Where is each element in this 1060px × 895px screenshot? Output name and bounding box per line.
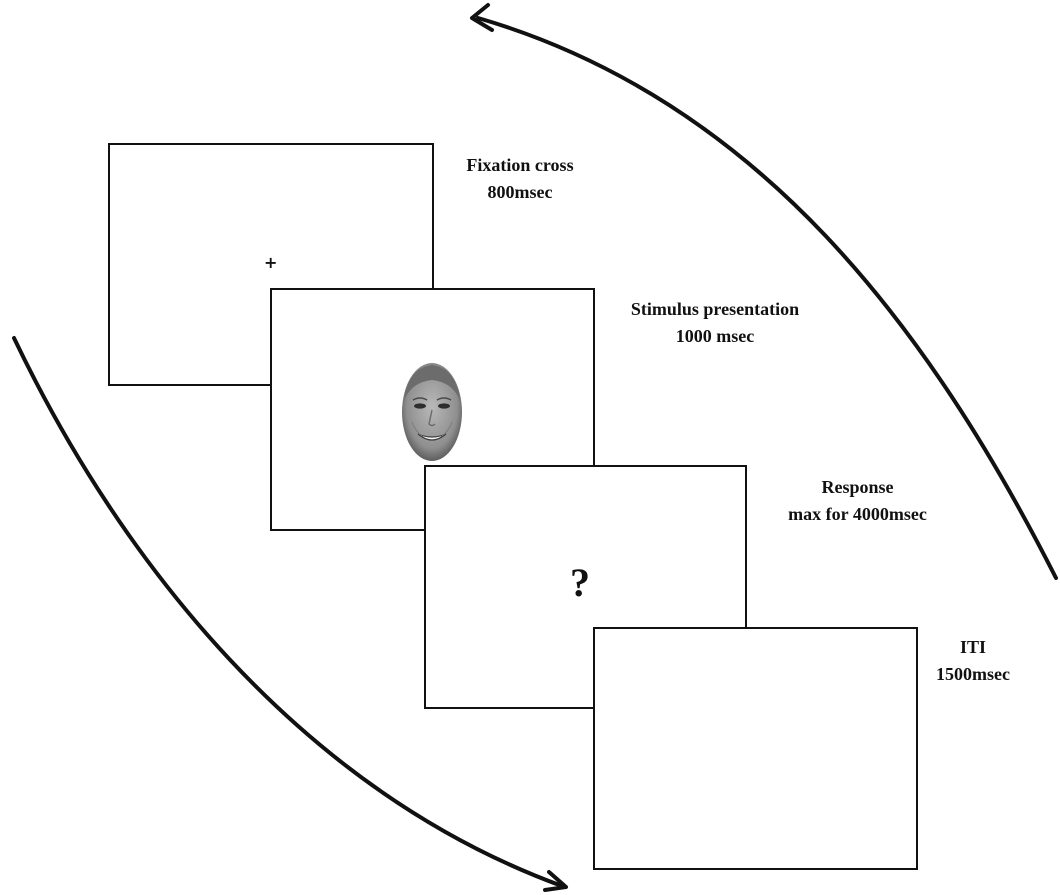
response-duration: max for 4000msec bbox=[788, 504, 927, 524]
iti-duration: 1500msec bbox=[936, 664, 1010, 684]
stimulus-title: Stimulus presentation bbox=[630, 299, 800, 319]
response-label: Response max for 4000msec bbox=[770, 474, 945, 528]
question-mark-icon: ? bbox=[570, 560, 590, 605]
iti-screen bbox=[593, 627, 918, 870]
iti-label: ITI 1500msec bbox=[918, 634, 1028, 688]
forward-arrowhead-icon bbox=[543, 870, 568, 892]
fixation-cross-icon: + bbox=[264, 253, 278, 272]
response-title: Response bbox=[821, 477, 894, 497]
iti-title: ITI bbox=[959, 637, 986, 657]
stimulus-label: Stimulus presentation 1000 msec bbox=[600, 296, 830, 350]
face-stimulus-image bbox=[402, 363, 462, 461]
stimulus-duration: 1000 msec bbox=[675, 326, 755, 346]
fixation-label: Fixation cross 800msec bbox=[440, 152, 600, 206]
fixation-title: Fixation cross bbox=[466, 155, 574, 175]
return-arrowhead-icon bbox=[470, 3, 494, 32]
fixation-duration: 800msec bbox=[487, 182, 553, 202]
